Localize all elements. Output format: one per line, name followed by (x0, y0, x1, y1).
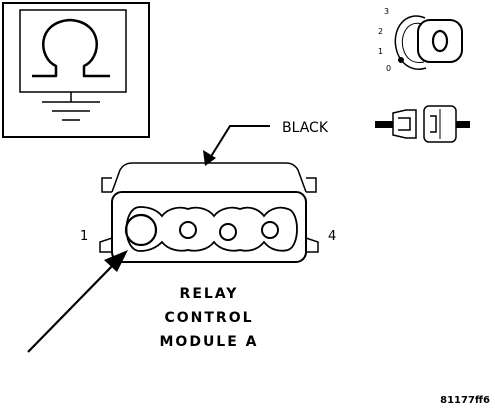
disconnected-connector-icon (375, 105, 470, 143)
callout-leader-line (209, 125, 270, 159)
connector-right-lock-tab (306, 177, 317, 193)
probe-arrowhead (104, 250, 128, 272)
pin-2-cavity (179, 221, 197, 239)
ignition-key-hole (431, 29, 449, 53)
omega-icon (32, 18, 110, 78)
probe-arrow-line (27, 261, 117, 353)
connector-left-foot (99, 237, 113, 253)
relay-module-connector: 1 4 (80, 162, 336, 263)
component-title-line-3: MODULE A (159, 334, 258, 350)
component-title-line-2: CONTROL (164, 310, 253, 326)
connector-top-shroud (111, 162, 307, 193)
probe-pointer-arrow (27, 250, 128, 353)
pin-label-last: 4 (328, 229, 336, 244)
ignition-position-marker (398, 57, 404, 63)
ignition-cylinder-edge (401, 22, 425, 63)
ignition-position-1: 1 (378, 47, 383, 56)
symbol-frame-inner (19, 9, 127, 93)
pin-4-cavity (261, 221, 279, 239)
wire-color-callout: BLACK (203, 120, 329, 166)
ignition-position-3: 3 (384, 7, 389, 16)
ohmmeter-symbol-box (2, 2, 150, 138)
connector-male-half (392, 109, 417, 139)
figure-code: 81177ff6 (440, 395, 490, 406)
symbol-frame-outer (2, 2, 150, 138)
connector-latch (430, 115, 437, 133)
callout-arrowhead (203, 150, 216, 166)
ignition-position-0: 0 (386, 64, 391, 73)
ground-icon (42, 92, 100, 121)
connector-wire-right (456, 121, 470, 128)
ignition-position-2: 2 (378, 27, 383, 36)
component-title: RELAY CONTROL MODULE A (159, 286, 258, 350)
pin-1-cavity (124, 213, 158, 247)
wire-color-label: BLACK (282, 120, 329, 136)
pin-3-cavity (219, 223, 237, 241)
connector-right-foot (305, 237, 319, 253)
ignition-cylinder (394, 15, 427, 70)
connector-left-lock-tab (101, 177, 112, 193)
connector-male-pin (398, 117, 411, 131)
cavity-shroud (125, 206, 298, 252)
component-title-line-1: RELAY (180, 286, 239, 302)
ignition-switch-icon: 3 2 1 0 (378, 7, 463, 73)
pin-label-first: 1 (80, 229, 88, 244)
connector-wire-left (375, 121, 393, 128)
